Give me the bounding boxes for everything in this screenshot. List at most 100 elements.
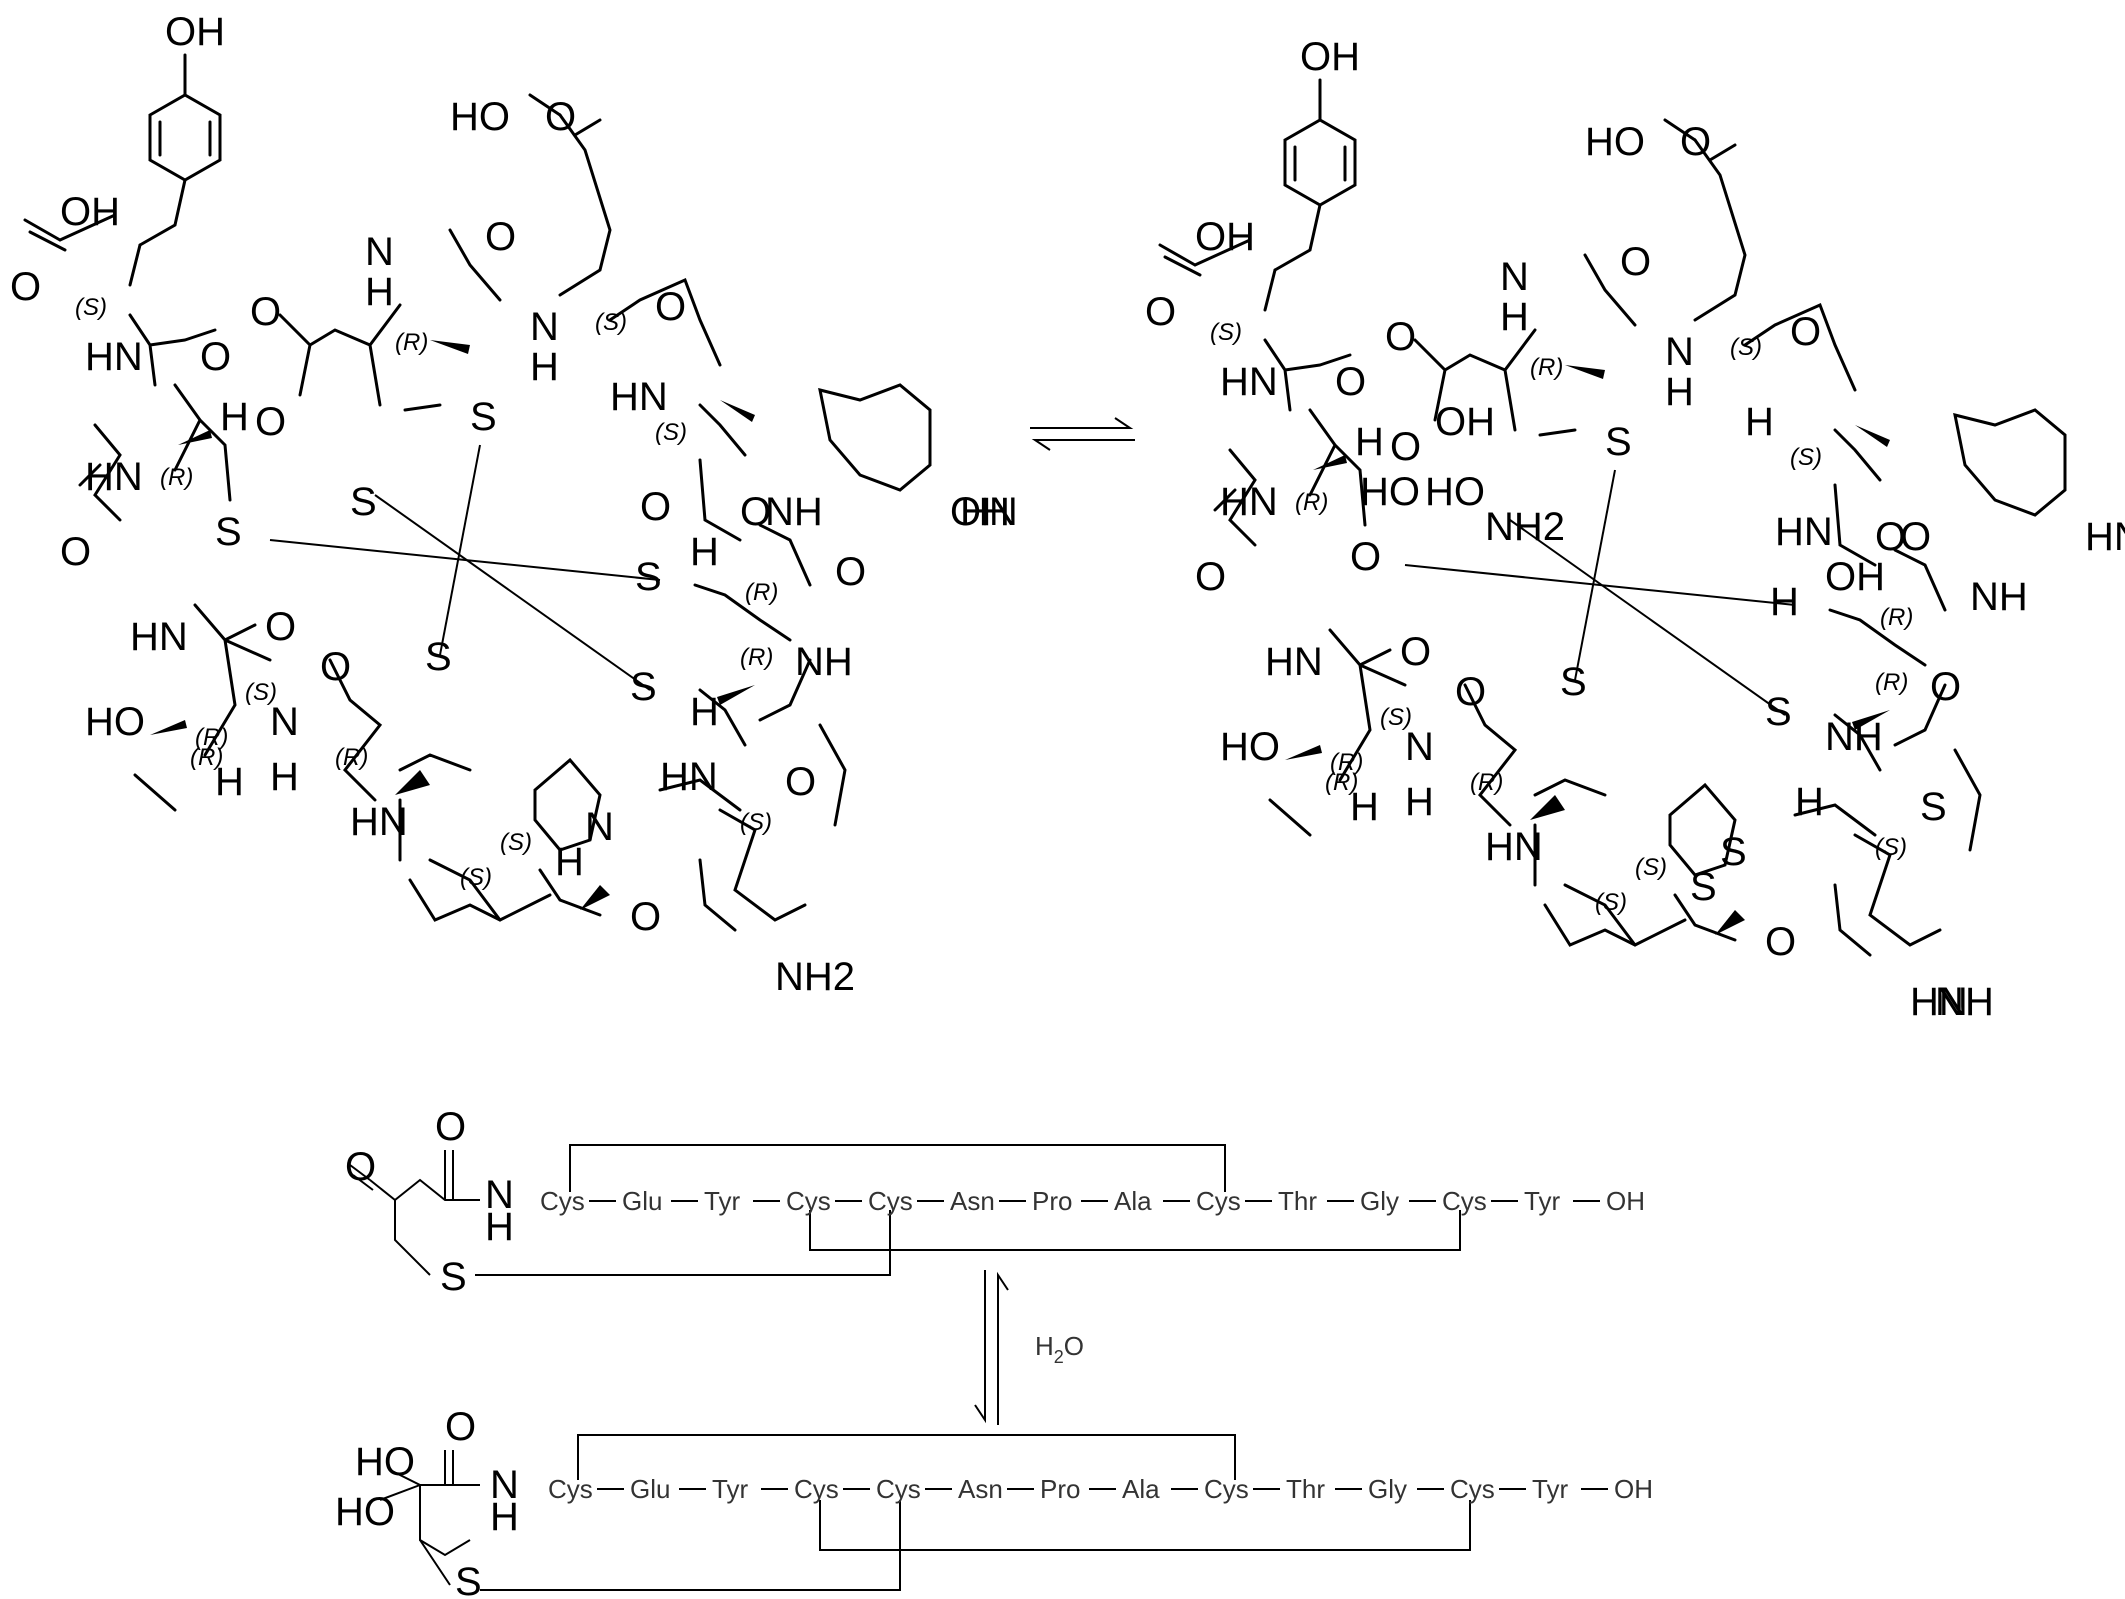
atom-label: O [10,265,41,309]
stereo-descriptor: (S) [1730,334,1762,361]
atom-label: N [1665,330,1694,374]
atom-label: HN [1220,360,1278,404]
atom-label: N [490,1463,519,1507]
atom-label: O [740,490,771,534]
atom-label: OH [60,190,120,234]
atom-label: HN [85,455,143,499]
atom-label: H [1350,785,1379,829]
atom-label: NH2 [775,955,855,999]
stereo-descriptor: (S) [460,864,492,891]
atom-label: OH [1435,400,1495,444]
atom-label: O [320,645,351,689]
atom-label: S [470,395,497,439]
atom-label: S [350,480,377,524]
structure-keto-form: OH OH O HN O H HN O HN O HO H N H O HN O… [10,10,1018,999]
atom-label: O [1400,630,1431,674]
stereo-descriptor: (S) [75,294,107,321]
residue-label: Gly [1368,1474,1407,1504]
atom-label: NH [1825,715,1883,759]
residue-label: Ala [1122,1474,1160,1504]
stereo-descriptor: (R) [395,329,428,356]
atom-label: O [1335,360,1366,404]
residue-label: Pro [1032,1186,1072,1216]
residue-label: Thr [1286,1474,1325,1504]
residue-label: Ala [1114,1186,1152,1216]
atom-label: S [440,1255,467,1299]
atom-label: S [1765,690,1792,734]
atom-label: N [485,1173,514,1217]
atom-label: S [635,555,662,599]
residue-label: Pro [1040,1474,1080,1504]
atom-label: O [250,290,281,334]
atom-label: HO [355,1440,415,1484]
atom-label: N [365,230,394,274]
atom-label: NH2 [1485,505,1565,549]
atom-label: OH [1195,215,1255,259]
atom-label: H [1500,295,1529,339]
atom-label: S [1605,420,1632,464]
residue-label: Asn [950,1186,995,1216]
atom-label: S [1690,865,1717,909]
atom-label: OH [950,490,1010,534]
atom-label: O [1875,515,1906,559]
atom-label: HN [610,375,668,419]
atom-label: O [1385,315,1416,359]
atom-label: N [270,700,299,744]
atom-label: S [215,510,242,554]
residue-label: OH [1606,1186,1645,1216]
atom-label: H [1795,780,1824,824]
atom-label: O [1455,670,1486,714]
atom-label: HN [1220,480,1278,524]
atom-label: H [1405,780,1434,824]
stereo-descriptor: (R) [1295,489,1328,516]
stereo-descriptor: (S) [655,419,687,446]
atom-label: O [1930,665,1961,709]
stereo-descriptor: (R) [745,579,778,606]
stereo-descriptor: (R) [1880,604,1913,631]
atom-label: H [220,395,249,439]
stereo-descriptor: (S) [1635,854,1667,881]
atom-label: H [485,1205,514,1249]
equilibrium-arrows-vertical: H2O [974,1270,1084,1425]
atom-label: HN [2085,515,2125,559]
atom-label: S [455,1560,482,1599]
stereo-descriptor: (R) [335,744,368,771]
residue-label: Cys [1196,1186,1241,1216]
stereo-descriptor: (S) [1790,444,1822,471]
atom-label: H [1745,400,1774,444]
atom-label: H [1665,370,1694,414]
atom-label: O [1145,290,1176,334]
residue-label: Cys [794,1474,839,1504]
residue-label: Cys [1450,1474,1495,1504]
atom-label: O [265,605,296,649]
atom-label: O [255,400,286,444]
atom-label: O [1765,920,1796,964]
residue-label: Asn [958,1474,1003,1504]
atom-label: H [1770,580,1799,624]
atom-label: HO [85,700,145,744]
atom-label: HN [85,335,143,379]
atom-label: HN [960,490,1018,534]
atom-label: OH [1300,35,1360,79]
residue-label: Glu [622,1186,662,1216]
atom-label: N [530,305,559,349]
stereo-descriptor: (R) [1330,749,1363,776]
residue-label: Cys [868,1186,913,1216]
stereo-descriptor: (R) [190,744,223,771]
atom-label: O [1195,555,1226,599]
atom-label: O [445,1405,476,1449]
stereo-descriptor: (S) [595,309,627,336]
stereo-descriptor: (R) [1325,769,1358,796]
atom-label: O [545,95,576,139]
atom-label: S [425,635,452,679]
residue-label: OH [1614,1474,1653,1504]
atom-label: HN [1775,510,1833,554]
equilibrium-arrows-horizontal [1030,417,1135,451]
atom-label: O [640,485,671,529]
stereo-descriptor: (S) [500,829,532,856]
atom-label: N [1405,725,1434,769]
